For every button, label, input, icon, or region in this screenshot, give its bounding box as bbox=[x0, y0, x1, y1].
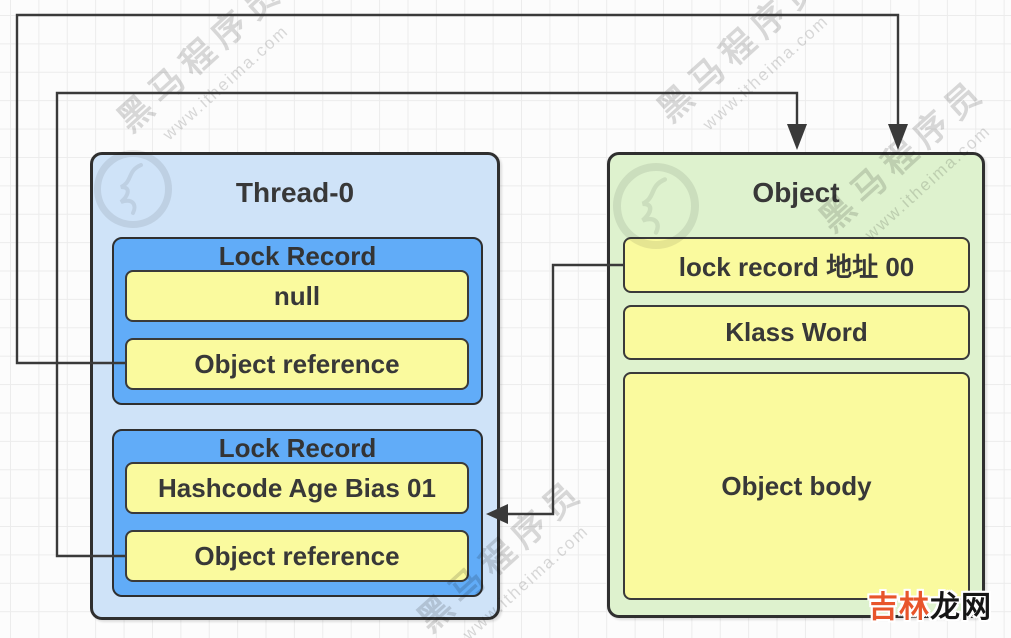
lock-record-1-slot-object-reference: Object reference bbox=[125, 338, 469, 390]
lock-record-2-slot-object-reference: Object reference bbox=[125, 530, 469, 582]
lock-record-2-slot-hashcode-age-bias: Hashcode Age Bias 01 bbox=[125, 462, 469, 514]
lock-record-1-label: Lock Record bbox=[218, 241, 377, 271]
lock-record-1-box: Lock Record null Object reference bbox=[112, 237, 483, 405]
watermark-brand-text: 黑马程序员 bbox=[110, 0, 293, 140]
object-field-lock-record-address: lock record 地址 00 bbox=[623, 237, 970, 293]
lock-record-1-slot-null: null bbox=[125, 270, 469, 322]
lock-record-2-box: Lock Record Hashcode Age Bias 01 Object … bbox=[112, 429, 483, 597]
object-title: Object bbox=[752, 177, 840, 208]
thread-0-box: Thread-0 Lock Record null Object referen… bbox=[90, 152, 500, 620]
arrowhead-down-icon bbox=[787, 124, 807, 150]
thread-0-title: Thread-0 bbox=[235, 177, 355, 208]
lock-record-2-label: Lock Record bbox=[218, 433, 377, 463]
arrow-lockrecordaddr-to-lockrecord2 bbox=[508, 263, 623, 516]
object-field-object-body: Object body bbox=[623, 372, 970, 600]
arrowhead-down-icon bbox=[888, 124, 908, 150]
object-box: Object lock record 地址 00 Klass Word Obje… bbox=[607, 152, 985, 618]
object-field-klass-word: Klass Word bbox=[623, 305, 970, 360]
watermark-brand-text: 黑马程序员 bbox=[650, 0, 833, 130]
